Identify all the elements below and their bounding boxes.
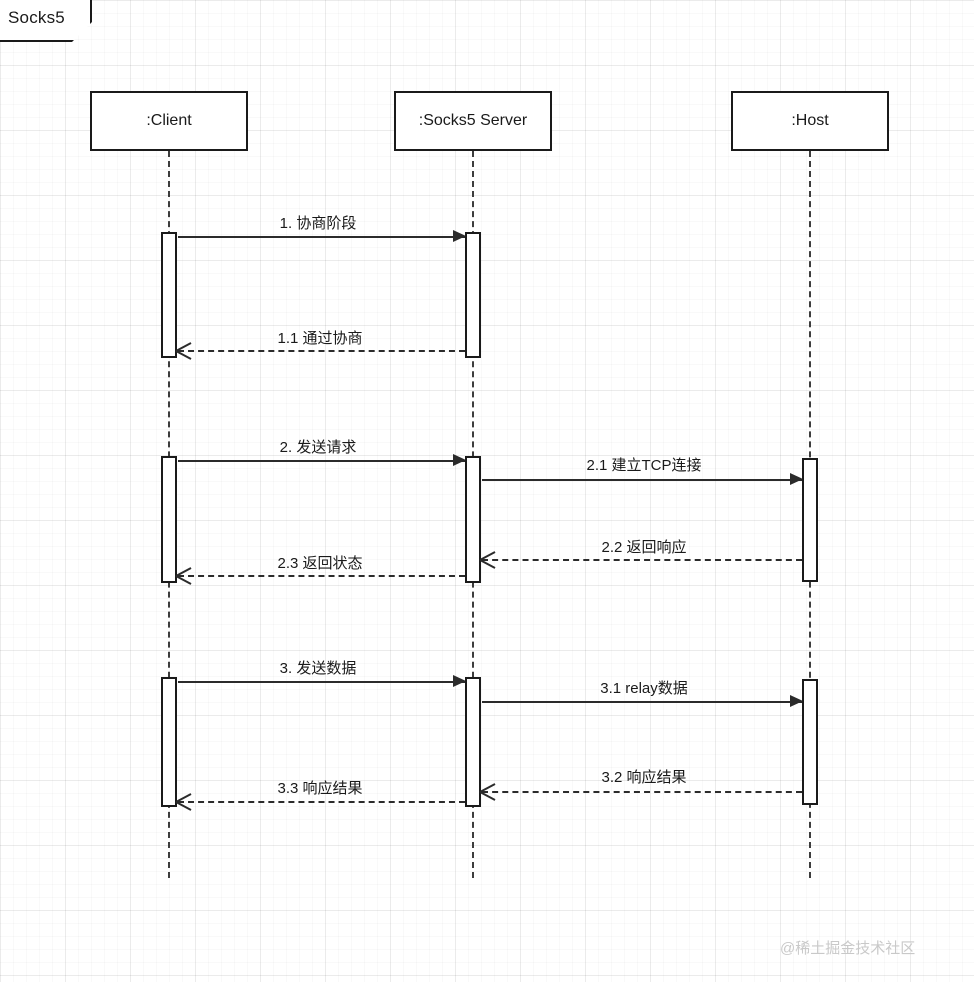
- message-line-m2: [178, 460, 465, 462]
- activation-bar-server[interactable]: [465, 232, 481, 358]
- diagram-frame-tab: [0, 0, 92, 42]
- message-line-m2_1: [482, 479, 802, 481]
- message-label-m2: 2. 发送请求: [279, 439, 357, 456]
- arrowhead-right-icon: [453, 230, 466, 242]
- arrowhead-right-icon: [453, 675, 466, 687]
- diagram-frame-label: Socks5: [8, 8, 65, 27]
- message-label-m3: 3. 发送数据: [279, 660, 357, 677]
- message-label-m2_3: 2.3 返回状态: [277, 555, 363, 572]
- message-line-m3: [178, 681, 465, 683]
- arrowhead-right-icon: [790, 695, 803, 707]
- message-line-m1: [178, 236, 465, 238]
- lifeline-name-host: :Host: [791, 112, 829, 129]
- lifeline-head-host[interactable]: :Host: [731, 91, 889, 151]
- activation-bar-client[interactable]: [161, 456, 177, 583]
- arrowhead-left-icon: [176, 792, 192, 810]
- activation-bar-host[interactable]: [802, 679, 818, 805]
- activation-bar-server[interactable]: [465, 677, 481, 807]
- message-label-m3_3: 3.3 响应结果: [277, 780, 363, 797]
- activation-bar-client[interactable]: [161, 677, 177, 807]
- activation-bar-server[interactable]: [465, 456, 481, 583]
- arrowhead-left-icon: [176, 341, 192, 359]
- lifeline-head-server[interactable]: :Socks5 Server: [394, 91, 552, 151]
- arrowhead-right-icon: [790, 473, 803, 485]
- activation-bar-host[interactable]: [802, 458, 818, 582]
- message-label-m1_1: 1.1 通过协商: [277, 330, 363, 347]
- message-label-m3_2: 3.2 响应结果: [601, 769, 687, 786]
- message-line-m3_3: [178, 801, 465, 803]
- message-line-m2_3: [178, 575, 465, 577]
- activation-bar-client[interactable]: [161, 232, 177, 358]
- message-line-m3_1: [482, 701, 802, 703]
- message-line-m2_2: [482, 559, 802, 561]
- message-line-m1_1: [178, 350, 465, 352]
- arrowhead-left-icon: [176, 566, 192, 584]
- message-label-m3_1: 3.1 relay数据: [600, 680, 688, 697]
- message-label-m2_2: 2.2 返回响应: [601, 539, 687, 556]
- arrowhead-left-icon: [480, 782, 496, 800]
- arrowhead-left-icon: [480, 550, 496, 568]
- lifeline-head-client[interactable]: :Client: [90, 91, 248, 151]
- lifeline-name-client: :Client: [146, 112, 192, 129]
- message-label-m1: 1. 协商阶段: [279, 215, 357, 232]
- message-line-m3_2: [482, 791, 802, 793]
- arrowhead-right-icon: [453, 454, 466, 466]
- watermark: @稀土掘金技术社区: [780, 940, 916, 957]
- lifeline-name-server: :Socks5 Server: [418, 112, 528, 129]
- message-label-m2_1: 2.1 建立TCP连接: [586, 457, 702, 474]
